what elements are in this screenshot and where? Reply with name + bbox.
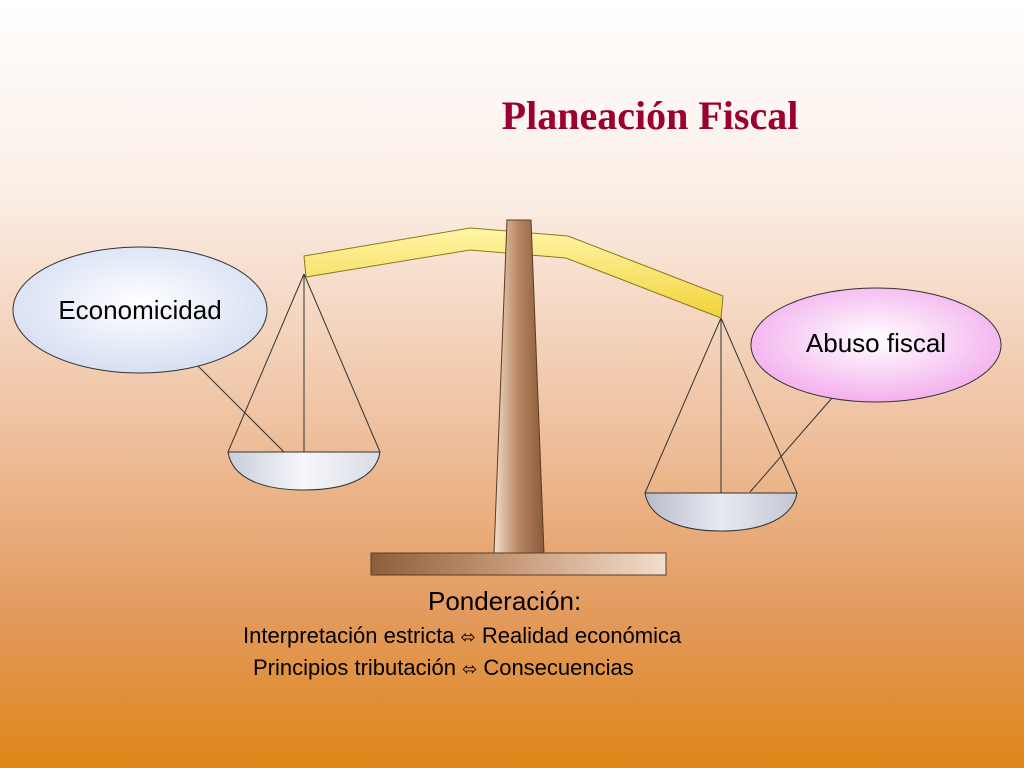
line1-right-text: Realidad económica (481, 623, 682, 648)
left-bubble-pointer (197, 365, 285, 453)
double-arrow-icon: ⬄ (462, 659, 478, 679)
line2-left-text: Principios tributación (253, 655, 456, 680)
right-pan-strings (644, 317, 798, 494)
scale-beam (303, 227, 724, 319)
ponderacion-line-1: Interpretación estricta ⬄ Realidad econó… (243, 623, 681, 649)
ponderacion-line-2: Principios tributación ⬄ Consecuencias (253, 655, 634, 681)
right-bubble-pointer (749, 397, 833, 493)
line2-right-text: Consecuencias (483, 655, 634, 680)
left-pan-strings (227, 273, 381, 453)
economicidad-bubble: Economicidad (12, 246, 268, 374)
double-arrow-icon: ⬄ (460, 627, 476, 647)
left-pan (227, 451, 381, 491)
ponderacion-heading: Ponderación: (428, 586, 582, 616)
line1-left-text: Interpretación estricta (243, 623, 455, 648)
abuso-fiscal-bubble: Abuso fiscal (750, 287, 1002, 403)
abuso-fiscal-label: Abuso fiscal (806, 328, 946, 358)
scale-post (493, 219, 545, 554)
right-pan (644, 492, 798, 532)
economicidad-label: Economicidad (58, 295, 221, 325)
page-title: Planeación Fiscal (501, 93, 799, 138)
scale-base (370, 552, 667, 576)
